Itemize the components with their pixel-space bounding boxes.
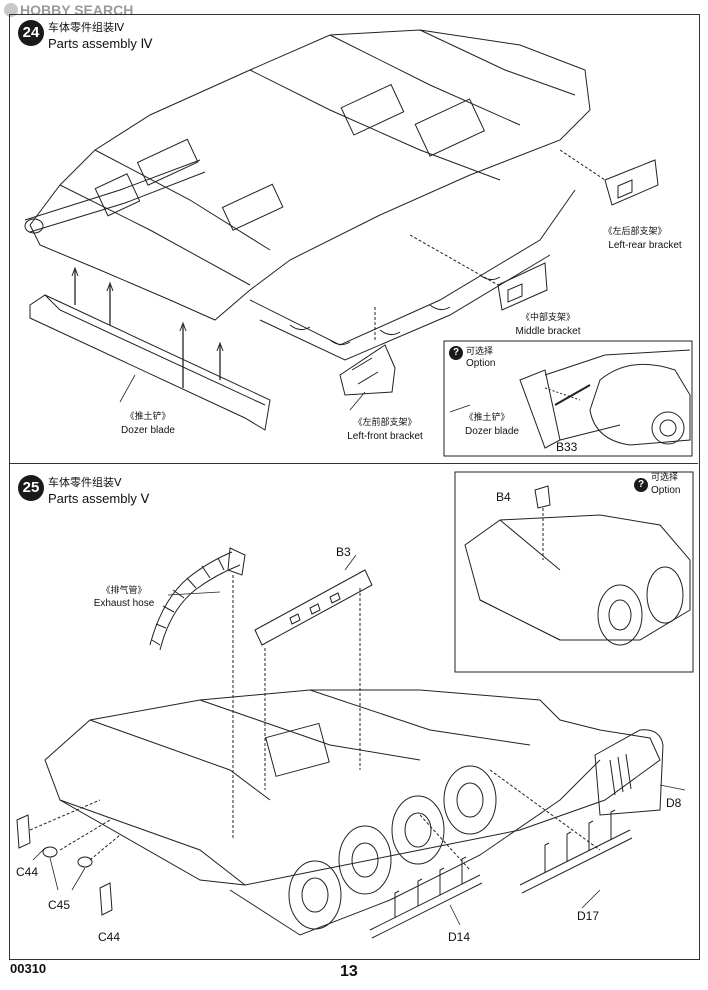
exhaust-hose-zh: 《排气管》 xyxy=(101,586,147,596)
step24-hull-drawing xyxy=(24,29,591,361)
part-label-b3: B3 xyxy=(336,545,351,559)
dozer-blade-en: Dozer blade xyxy=(121,425,175,436)
step24-number-badge: 24 xyxy=(18,20,44,46)
step25-title-zh: 车体零件组装Ⅴ xyxy=(48,476,122,489)
option24-label-en: Option xyxy=(466,358,496,369)
b3-plate-drawing xyxy=(254,569,373,790)
page-frame xyxy=(9,14,700,960)
brackets-drawing xyxy=(339,149,659,396)
option24-dozer-zh: 《推土铲》 xyxy=(464,413,510,423)
option25-label-en: Option xyxy=(651,485,681,496)
option25-question-icon: ? xyxy=(634,478,648,492)
step24-title-zh: 车体零件组装Ⅳ xyxy=(48,21,125,34)
left-front-bracket-en: Left-front bracket xyxy=(347,431,423,442)
product-code: 00310 xyxy=(10,961,47,976)
exhaust-hose-drawing xyxy=(149,547,246,840)
left-rear-bracket-zh: 《左后部支架》 xyxy=(603,227,667,237)
option24-dozer-en: Dozer blade xyxy=(465,426,519,437)
leader-lines xyxy=(32,374,686,926)
option25-label-zh: 可选择 xyxy=(651,473,679,483)
dozer-blade-drawing xyxy=(29,266,271,431)
part-label-b4: B4 xyxy=(496,490,511,504)
exhaust-hose-en: Exhaust hose xyxy=(93,598,155,609)
part-label-c45: C45 xyxy=(48,898,71,912)
middle-bracket-en: Middle bracket xyxy=(515,326,581,337)
step-divider xyxy=(9,463,698,464)
left-front-bracket-zh: 《左前部支架》 xyxy=(353,418,417,428)
middle-bracket-zh: 《中部支架》 xyxy=(520,313,575,323)
part-label-d17: D17 xyxy=(577,909,600,923)
option24-label-zh: 可选择 xyxy=(466,347,494,357)
part-label-d14: D14 xyxy=(448,930,471,944)
step25-number-badge: 25 xyxy=(18,475,44,501)
part-label-c44-bottom: C44 xyxy=(98,930,121,944)
dozer-blade-zh: 《推土铲》 xyxy=(125,412,171,422)
small-parts-drawing xyxy=(16,799,121,916)
hobby-search-logo-icon xyxy=(4,3,18,17)
option24-drawing xyxy=(443,340,693,457)
page-number: 13 xyxy=(340,963,358,980)
option24-question-icon: ? xyxy=(449,346,463,360)
step25-title-en: Parts assembly Ⅴ xyxy=(48,491,150,506)
left-rear-bracket-en: Left-rear bracket xyxy=(608,240,682,251)
part-label-c44-top: C44 xyxy=(16,865,39,879)
comb-parts-drawing xyxy=(369,769,633,939)
step24-title-en: Parts assembly Ⅳ xyxy=(48,36,153,51)
option25-drawing xyxy=(454,471,694,673)
step25-hull-drawing xyxy=(44,689,664,936)
part-label-b33: B33 xyxy=(556,440,578,454)
part-label-d8: D8 xyxy=(666,796,682,810)
